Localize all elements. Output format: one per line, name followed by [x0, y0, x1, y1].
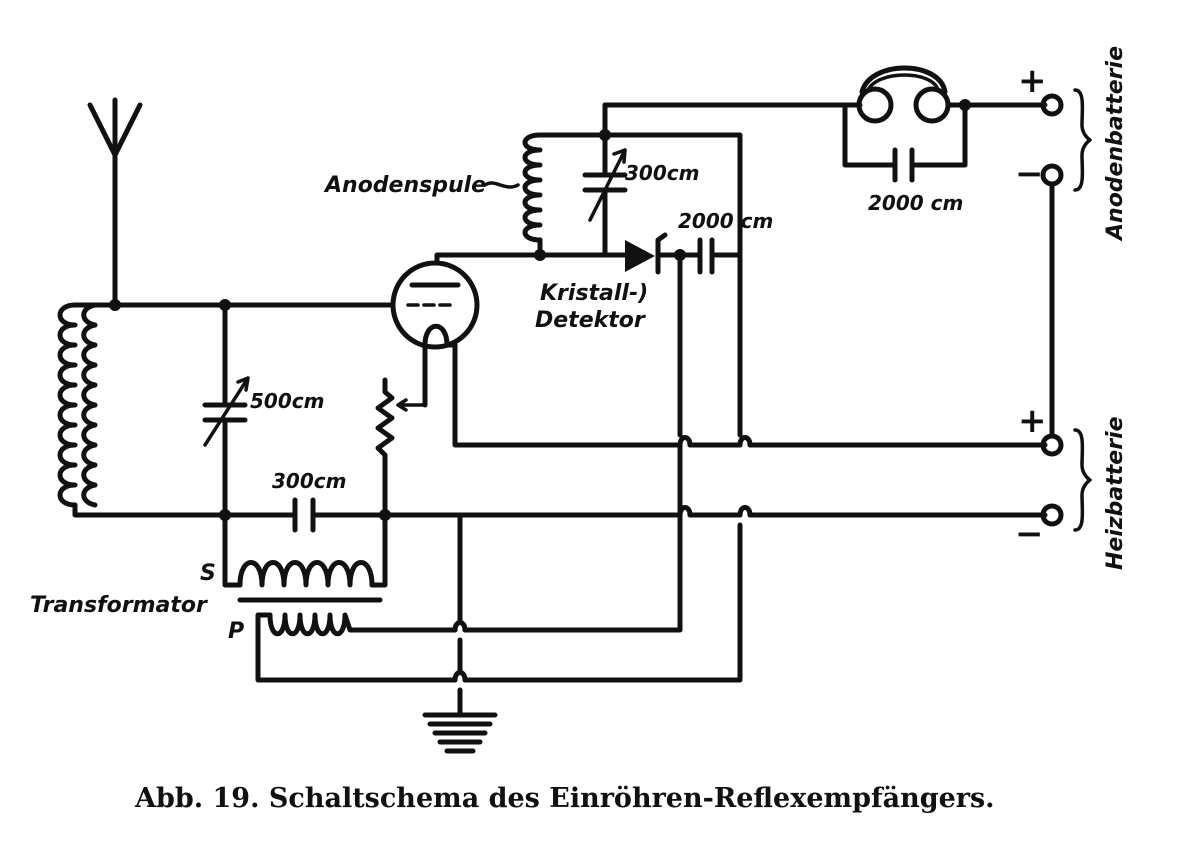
capacitor-300cm-bottom — [292, 497, 316, 533]
label-c-2000-top: 2000 cm — [868, 191, 963, 215]
antenna-coil — [57, 302, 123, 518]
rheostat — [375, 342, 428, 518]
anode-coil — [522, 132, 608, 261]
anode-battery-brace — [1073, 88, 1092, 192]
variable-capacitor-500cm — [202, 302, 250, 518]
crystal-detector — [602, 232, 743, 275]
label-c-2000-mid: 2000 cm — [678, 209, 773, 233]
capacitor-2000cm-top — [892, 147, 915, 183]
antenna-symbol — [87, 97, 143, 308]
label-c-300-bottom: 300cm — [272, 469, 346, 493]
label-c-300-top: 300cm — [625, 161, 699, 185]
headphones-icon — [842, 65, 968, 124]
terminal-anode-minus[interactable] — [1040, 163, 1064, 187]
figure-caption: Abb. 19. Schaltschema des Einröhren-Refl… — [134, 783, 995, 814]
label-detektor: Detektor — [535, 308, 646, 333]
label-plus-heiz: + — [1018, 401, 1047, 441]
ground-symbol — [422, 512, 498, 754]
label-minus-heiz: − — [1015, 514, 1044, 554]
label-s: S — [200, 561, 216, 586]
label-anodenspule: Anodenspule — [323, 173, 486, 198]
label-p: P — [228, 619, 244, 644]
label-minus-anode: − — [1015, 154, 1044, 194]
label-anodenbatterie: Anodenbatterie — [1103, 46, 1128, 242]
heater-battery-brace — [1073, 428, 1092, 532]
transformer-secondary — [222, 512, 388, 588]
label-plus-anode: + — [1018, 61, 1047, 101]
label-kristall: Kristall-) — [540, 281, 648, 306]
terminal-heiz-minus[interactable] — [1040, 503, 1064, 527]
junction — [109, 299, 121, 311]
label-transformator: Transformator — [30, 593, 208, 618]
vacuum-tube — [390, 252, 543, 350]
label-c-500: 500cm — [250, 389, 324, 413]
label-heizbatterie: Heizbatterie — [1103, 416, 1128, 570]
terminal-anode-plus[interactable] — [1040, 93, 1064, 117]
